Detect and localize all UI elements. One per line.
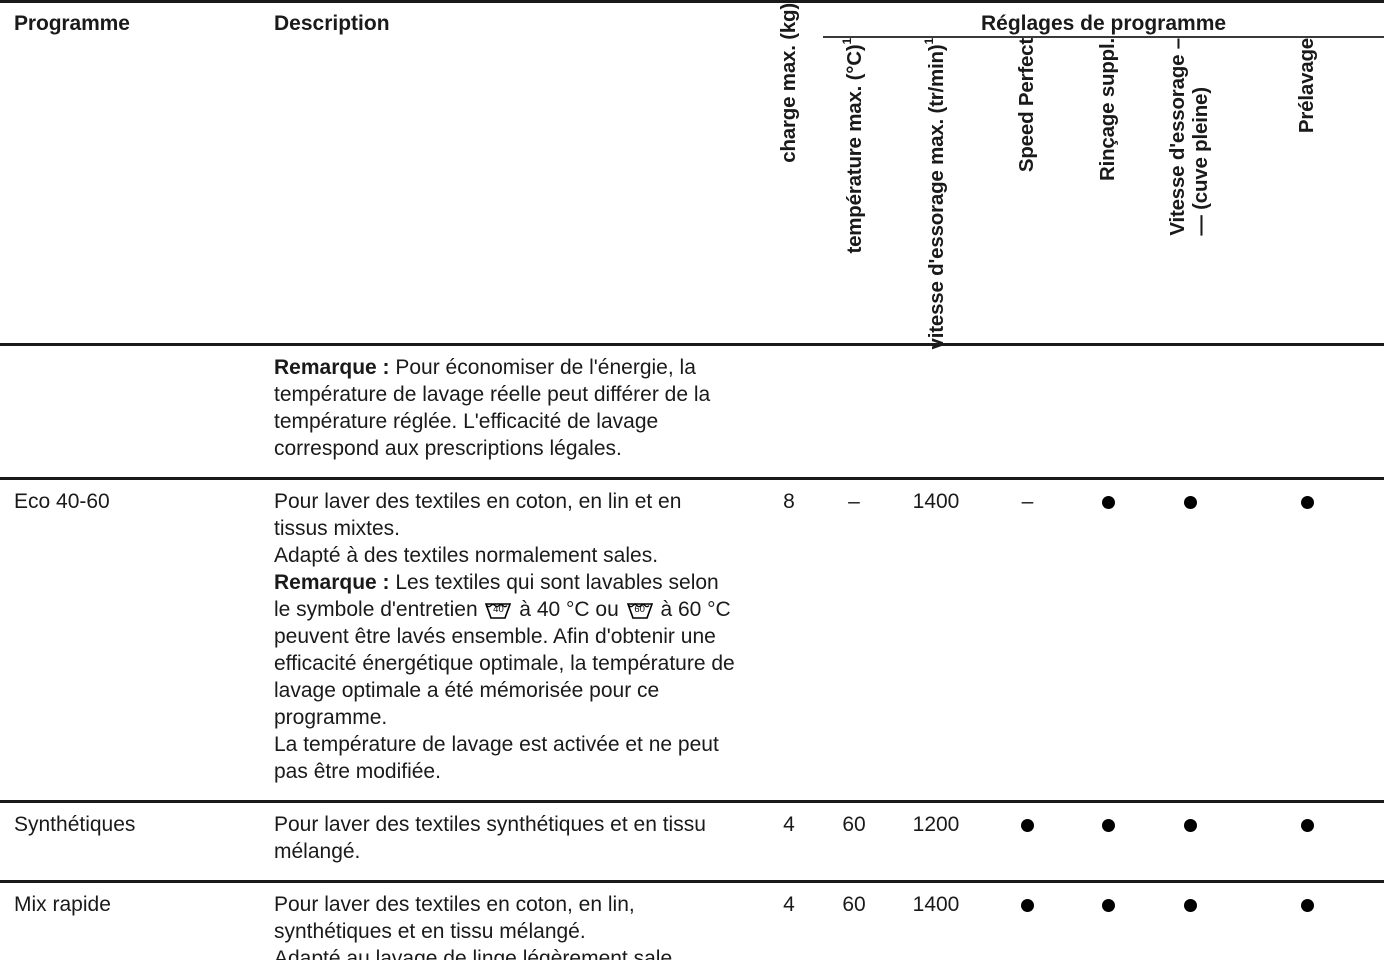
cell-value: 1400 [912,892,960,916]
cell-rincage-supplementaire [1068,476,1149,802]
cell-description: Pour laver des textiles en coton, en lin… [262,476,755,802]
cell-prelavage [1231,879,1384,960]
description-paragraph: Remarque : Pour économiser de l'énergie,… [274,356,711,460]
cell-vitesse-essorage-max [885,343,987,479]
cell-rincage-supplementaire [1068,799,1149,882]
cell-description: Pour laver des textiles en coton, en lin… [262,879,755,960]
bullet-icon [1021,898,1034,912]
cell-value: 60 [842,892,866,916]
header-group-row: Programme Description charge max. (kg) R… [0,0,1384,345]
cell-speed-perfect [987,879,1068,960]
bullet-icon [1301,898,1315,912]
cell-rincage-supplementaire [1068,879,1149,960]
table-row: Remarque : Pour économiser de l'énergie,… [0,343,1384,479]
bullet-icon [1021,818,1034,832]
header-prelavage-label: Prélavage [1295,38,1319,134]
cell-value: 1400 [912,489,960,513]
remark-label: Remarque : [274,570,390,594]
cell-vitesse-essorage-cuve-pleine [1149,343,1231,479]
header-charge-max-label: charge max. (kg) [776,3,800,163]
cell-value: 8 [783,489,795,513]
cell-speed-perfect: – [987,476,1068,802]
description-paragraph: Remarque : Les textiles qui sont lavable… [274,570,735,729]
cell-vitesse-essorage-cuve-pleine [1149,476,1231,802]
cell-charge-max: 4 [755,879,823,960]
bullet-icon [1183,898,1197,912]
header-speed-perfect: Speed Perfect [987,36,1068,345]
bullet-icon [1102,495,1115,509]
header-rincage-supplementaire-label: Rinçage suppl. [1096,38,1120,182]
header-temperature-max-label: température max. (°C)1 [840,38,866,254]
bullet-icon [1102,818,1115,832]
cell-value: 1200 [912,812,960,836]
cell-programme: Synthétiques [0,799,262,882]
description-paragraph: La température de lavage est activée et … [274,732,719,783]
cell-vitesse-essorage-max: 1400 [885,476,987,802]
cell-value: – [848,489,860,513]
header-vitesse-essorage-max-label: vitesse d'essorage max. (tr/min)1 [922,38,948,350]
bullet-icon [1301,818,1315,832]
cell-vitesse-essorage-cuve-pleine [1149,799,1231,882]
header-vitesse-essorage-cuve-pleine-label: Vitesse d'essorage – — (cuve pleine) [1166,38,1212,236]
cell-prelavage [1231,476,1384,802]
cell-temperature-max [823,343,885,479]
cell-prelavage [1231,799,1384,882]
cell-temperature-max: 60 [823,799,885,882]
care-symbol-temperature: 40 [493,604,504,616]
header-speed-perfect-label: Speed Perfect [1015,38,1039,173]
cell-value: – [1021,489,1034,513]
cell-charge-max: 8 [755,476,823,802]
table-body: Remarque : Pour économiser de l'énergie,… [0,343,1384,960]
cell-programme: Eco 40-60 [0,476,262,802]
cell-description: Pour laver des textiles synthétiques et … [262,799,755,882]
care-symbol-washtub-icon: 60 [626,600,653,619]
cell-value: 60 [842,812,866,836]
cell-description: Remarque : Pour économiser de l'énergie,… [262,343,755,479]
care-symbol-washtub-icon: 40 [485,600,512,619]
description-paragraph: Pour laver des textiles en coton, en lin… [274,489,682,540]
header-description: Description [262,0,755,345]
description-paragraph: Pour laver des textiles synthétiques et … [274,812,706,863]
footnote-marker-temperature: 1 [840,38,855,45]
description-paragraph: Adapté à des textiles normalement sales. [274,543,659,567]
care-symbol-temperature: 60 [634,604,645,616]
header-sub-row: température max. (°C)1 vitesse d'essorag… [0,36,1384,349]
header-prelavage: Prélavage [1231,36,1384,345]
header-vitesse-essorage-cuve-pleine: Vitesse d'essorage – — (cuve pleine) [1149,36,1231,345]
header-charge-max: charge max. (kg) [755,0,823,345]
cell-speed-perfect [987,799,1068,882]
cell-charge-max: 4 [755,799,823,882]
bullet-icon [1183,818,1197,832]
cell-vitesse-essorage-cuve-pleine [1149,879,1231,960]
bullet-icon [1102,898,1115,912]
header-group-reglages: Réglages de programme [823,0,1384,37]
cell-value: 4 [783,812,795,836]
cell-prelavage [1231,343,1384,479]
cell-speed-perfect [987,343,1068,479]
cell-vitesse-essorage-max: 1200 [885,799,987,882]
description-paragraph: Adapté au lavage de linge légèrement sal… [274,946,678,960]
cell-vitesse-essorage-max: 1400 [885,879,987,960]
cell-value: 4 [783,892,795,916]
remark-label: Remarque : [274,356,390,379]
table-header: Programme Description charge max. (kg) R… [0,0,1384,349]
cell-programme: Mix rapide [0,879,262,960]
cell-charge-max [755,343,823,479]
cell-temperature-max: 60 [823,879,885,960]
header-temperature-max: température max. (°C)1 [823,36,885,345]
bullet-icon [1183,495,1197,509]
cell-programme [0,343,262,479]
cell-rincage-supplementaire [1068,343,1149,479]
bullet-icon [1301,495,1315,509]
description-paragraph: Pour laver des textiles en coton, en lin… [274,892,635,943]
header-vitesse-essorage-max: vitesse d'essorage max. (tr/min)1 [885,36,987,349]
header-programme: Programme [0,0,262,345]
footnote-marker-vitesse: 1 [922,38,937,45]
cell-temperature-max: – [823,476,885,802]
header-rincage-supplementaire: Rinçage suppl. [1068,36,1149,345]
